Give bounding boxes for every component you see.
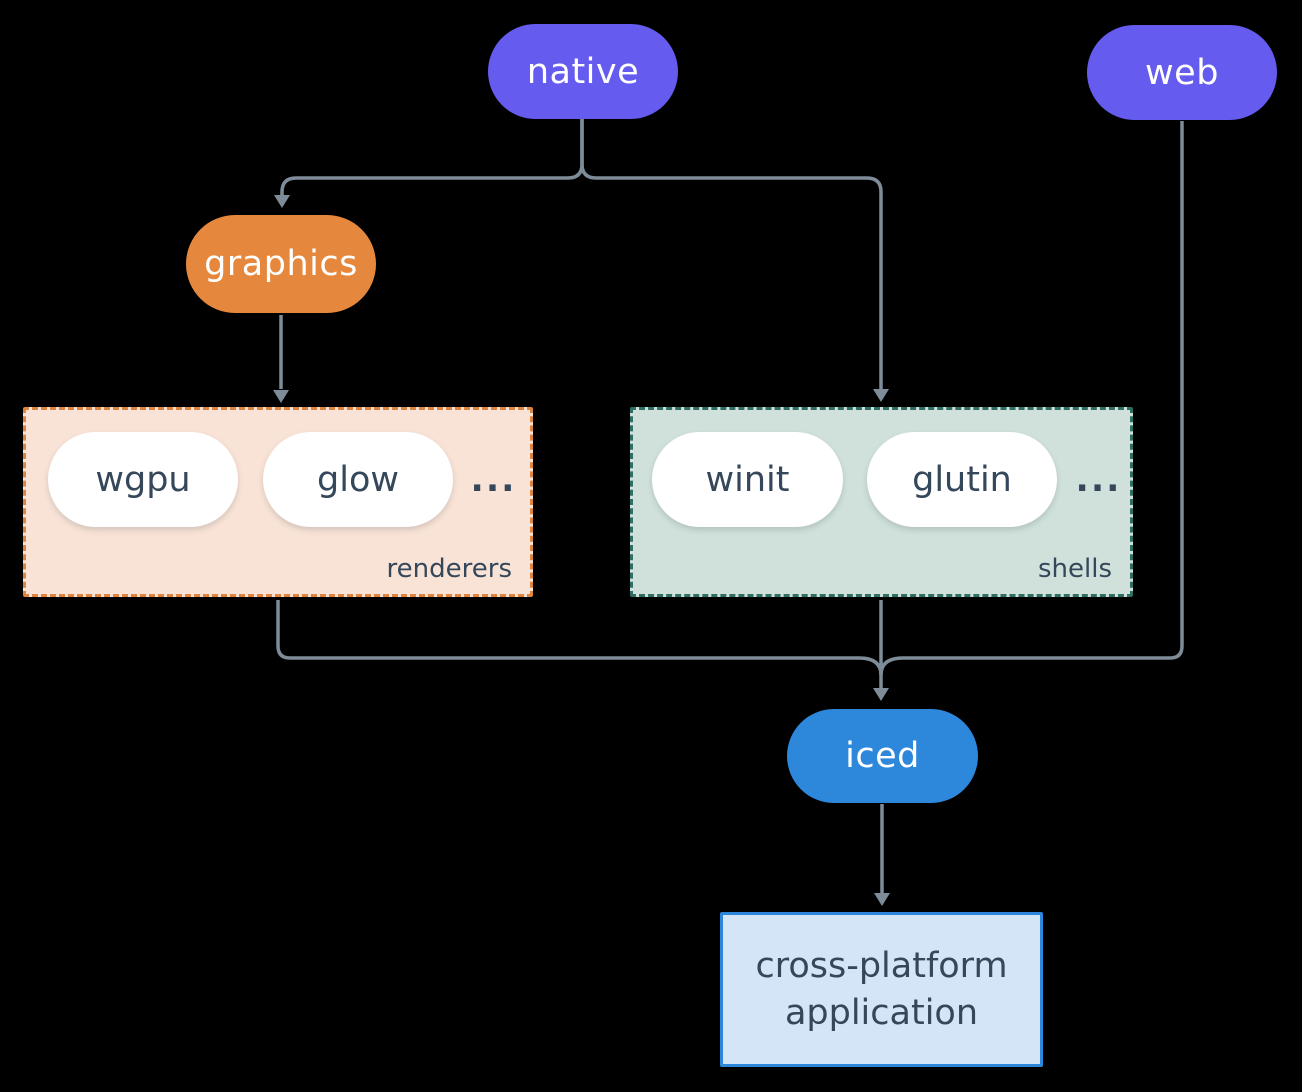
node-graphics: graphics: [186, 215, 376, 313]
arrowhead-iced: [873, 688, 889, 701]
node-native-label: native: [526, 51, 640, 92]
group-shells: winit glutin ... shells: [630, 407, 1133, 597]
node-application-line1: cross-platform: [755, 945, 1008, 986]
edge-native-to-shells: [580, 119, 883, 389]
node-native: native: [488, 24, 678, 119]
edge-web-to-iced: [879, 121, 1184, 676]
arrowhead-application: [874, 893, 890, 906]
pill-glow: glow: [263, 432, 453, 527]
node-iced: iced: [787, 709, 978, 803]
group-shells-label: shells: [1037, 554, 1112, 584]
node-iced-label: iced: [845, 736, 920, 776]
edge-native-to-graphics: [280, 119, 584, 196]
node-web: web: [1087, 25, 1277, 120]
pill-glutin: glutin: [867, 432, 1057, 527]
node-application-line2: application: [784, 992, 979, 1033]
edge-renderers-to-iced: [276, 600, 883, 676]
pill-wgpu: wgpu: [48, 432, 238, 527]
arrowhead-graphics: [274, 195, 290, 208]
arrowhead-shells: [873, 389, 889, 402]
pill-winit: winit: [652, 432, 843, 527]
pill-glow-label: glow: [317, 459, 399, 500]
group-renderers: wgpu glow ... renderers: [23, 407, 533, 597]
node-web-label: web: [1145, 52, 1219, 93]
pill-winit-label: winit: [705, 459, 790, 500]
arrowhead-renderers: [273, 390, 289, 403]
shells-ellipsis: ...: [1075, 459, 1122, 500]
pill-glutin-label: glutin: [912, 459, 1012, 500]
group-renderers-label: renderers: [386, 554, 512, 584]
node-graphics-label: graphics: [204, 244, 358, 284]
pill-wgpu-label: wgpu: [95, 459, 191, 500]
renderers-ellipsis: ...: [470, 459, 517, 500]
node-application: cross-platform application: [720, 912, 1043, 1067]
